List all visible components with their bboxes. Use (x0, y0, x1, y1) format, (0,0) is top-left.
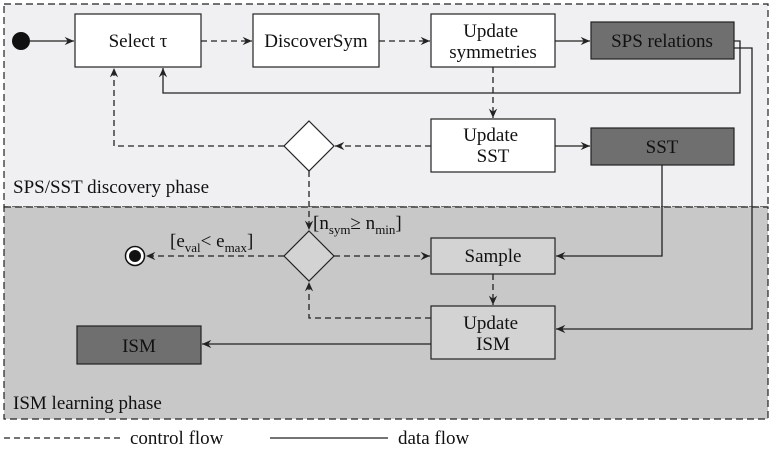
update-sst-line1: Update (463, 125, 518, 146)
end-node-inner (129, 250, 141, 262)
legend-data-flow-label: data flow (398, 428, 470, 449)
guard-error: [eval< emax] (170, 231, 253, 255)
discovery-phase-label: SPS/SST discovery phase (13, 177, 209, 198)
arrow-sst-to-sample (556, 165, 663, 261)
update-ism-label: Update ISM (463, 313, 523, 355)
guard-sym-sub1: sym (329, 222, 351, 237)
ism-label: ISM (122, 336, 156, 357)
update-symmetries-line1: Update (463, 21, 518, 42)
sps-relations-box (590, 21, 735, 60)
update-sst-label: Update SST (463, 125, 523, 167)
update-ism-line2: ISM (476, 334, 510, 355)
update-sst-box (430, 118, 556, 173)
ism-box (76, 325, 202, 365)
guard-symmetry-count: [nsym≥ nmin] (313, 213, 402, 237)
arrow-update-ism-to-diamond (304, 282, 431, 319)
arrow-sps-to-update-ism (556, 47, 753, 334)
arrow-diamond-to-select (109, 68, 284, 147)
sst-box (590, 127, 735, 166)
update-ism-box (430, 305, 556, 360)
guard-sym-sub2: min (375, 222, 396, 237)
sample-box (430, 237, 556, 275)
decision-diamond-bottom (283, 230, 335, 282)
select-tau-label: Select τ (109, 31, 168, 52)
sample-label: Sample (465, 246, 522, 267)
learning-phase-label: ISM learning phase (13, 393, 162, 414)
guard-sym-op: ≥ n (351, 213, 376, 234)
guard-sym-open: [n (313, 213, 329, 234)
update-ism-line1: Update (463, 313, 518, 334)
update-symmetries-label: Update symmetries (449, 21, 537, 63)
guard-err-sub1: val (185, 240, 201, 255)
guard-err-sub2: max (225, 240, 248, 255)
discover-sym-box (252, 13, 380, 68)
guard-err-open: [e (170, 231, 185, 252)
guard-err-close: ] (247, 231, 253, 252)
start-node (12, 32, 30, 50)
update-symmetries-line2: symmetries (449, 42, 537, 63)
sps-relations-label: SPS relations (611, 31, 713, 52)
update-sst-line2: SST (477, 146, 510, 167)
learning-phase-region (3, 206, 769, 420)
arrow-sps-to-select (158, 40, 741, 94)
legend-control-flow-label: control flow (130, 428, 224, 449)
select-tau-box (74, 13, 202, 68)
discover-sym-label: DiscoverSym (264, 31, 368, 52)
sst-label: SST (646, 137, 679, 158)
guard-err-op: < e (201, 231, 225, 252)
guard-sym-close: ] (395, 213, 401, 234)
